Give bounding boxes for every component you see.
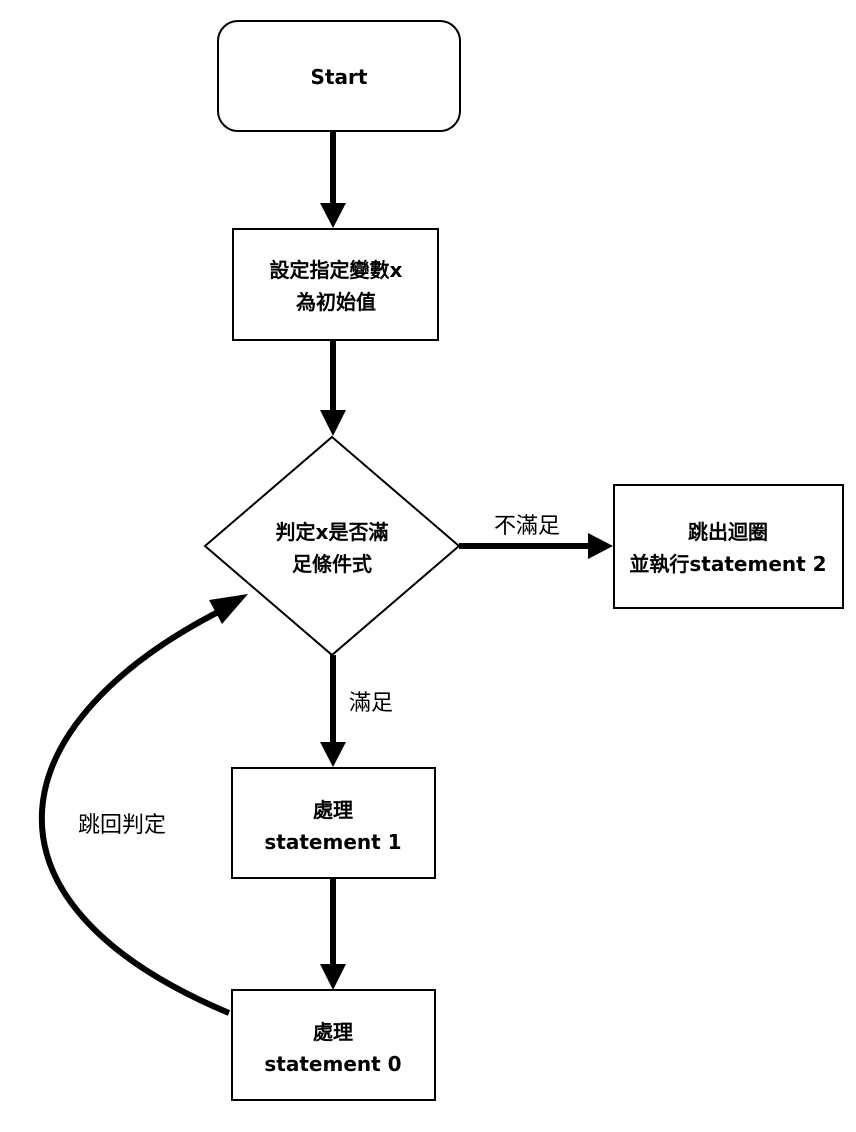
process1-label-line2: statement 1 [264, 830, 401, 854]
edge-loop-back: 跳回判定 [39, 594, 248, 1016]
process0-label-line1: 處理 [313, 1020, 353, 1044]
edge-label-not-satisfied: 不滿足 [494, 514, 560, 539]
exit-label-line1: 跳出迴圈 [688, 520, 768, 544]
init-node: 設定指定變數x 為初始值 [232, 228, 439, 341]
arrowhead-icon [588, 533, 613, 559]
edge-init-to-decision [320, 340, 346, 436]
exit-node: 跳出迴圈 並執行statement 2 [613, 484, 844, 609]
arrowhead-icon [320, 410, 346, 436]
process0-label-line2: statement 0 [264, 1052, 401, 1076]
start-label: Start [311, 65, 368, 89]
decision-node: 判定x是否滿 足條件式 [203, 435, 461, 657]
arrowhead-icon [320, 964, 346, 990]
exit-label-line2: 並執行statement 2 [629, 552, 826, 576]
edge-process1-to-process0 [320, 878, 346, 990]
edge-start-to-init [320, 131, 346, 228]
process1-label-line1: 處理 [313, 798, 353, 822]
arrowhead-icon [320, 742, 346, 767]
process0-node: 處理 statement 0 [231, 989, 436, 1101]
edge-decision-to-process1: 滿足 [320, 655, 393, 767]
init-label-line1: 設定指定變數x [270, 258, 403, 282]
decision-label-line1: 判定x是否滿 [276, 520, 389, 544]
init-label-line2: 為初始值 [296, 290, 376, 314]
process1-node: 處理 statement 1 [231, 767, 436, 879]
arrowhead-icon [209, 594, 248, 624]
edge-decision-to-exit: 不滿足 [459, 514, 613, 559]
decision-label-line2: 足條件式 [292, 552, 372, 576]
edge-label-satisfied: 滿足 [349, 691, 393, 716]
start-node: Start [217, 20, 461, 132]
arrowhead-icon [320, 203, 346, 228]
edge-label-jump-back: 跳回判定 [78, 813, 166, 838]
